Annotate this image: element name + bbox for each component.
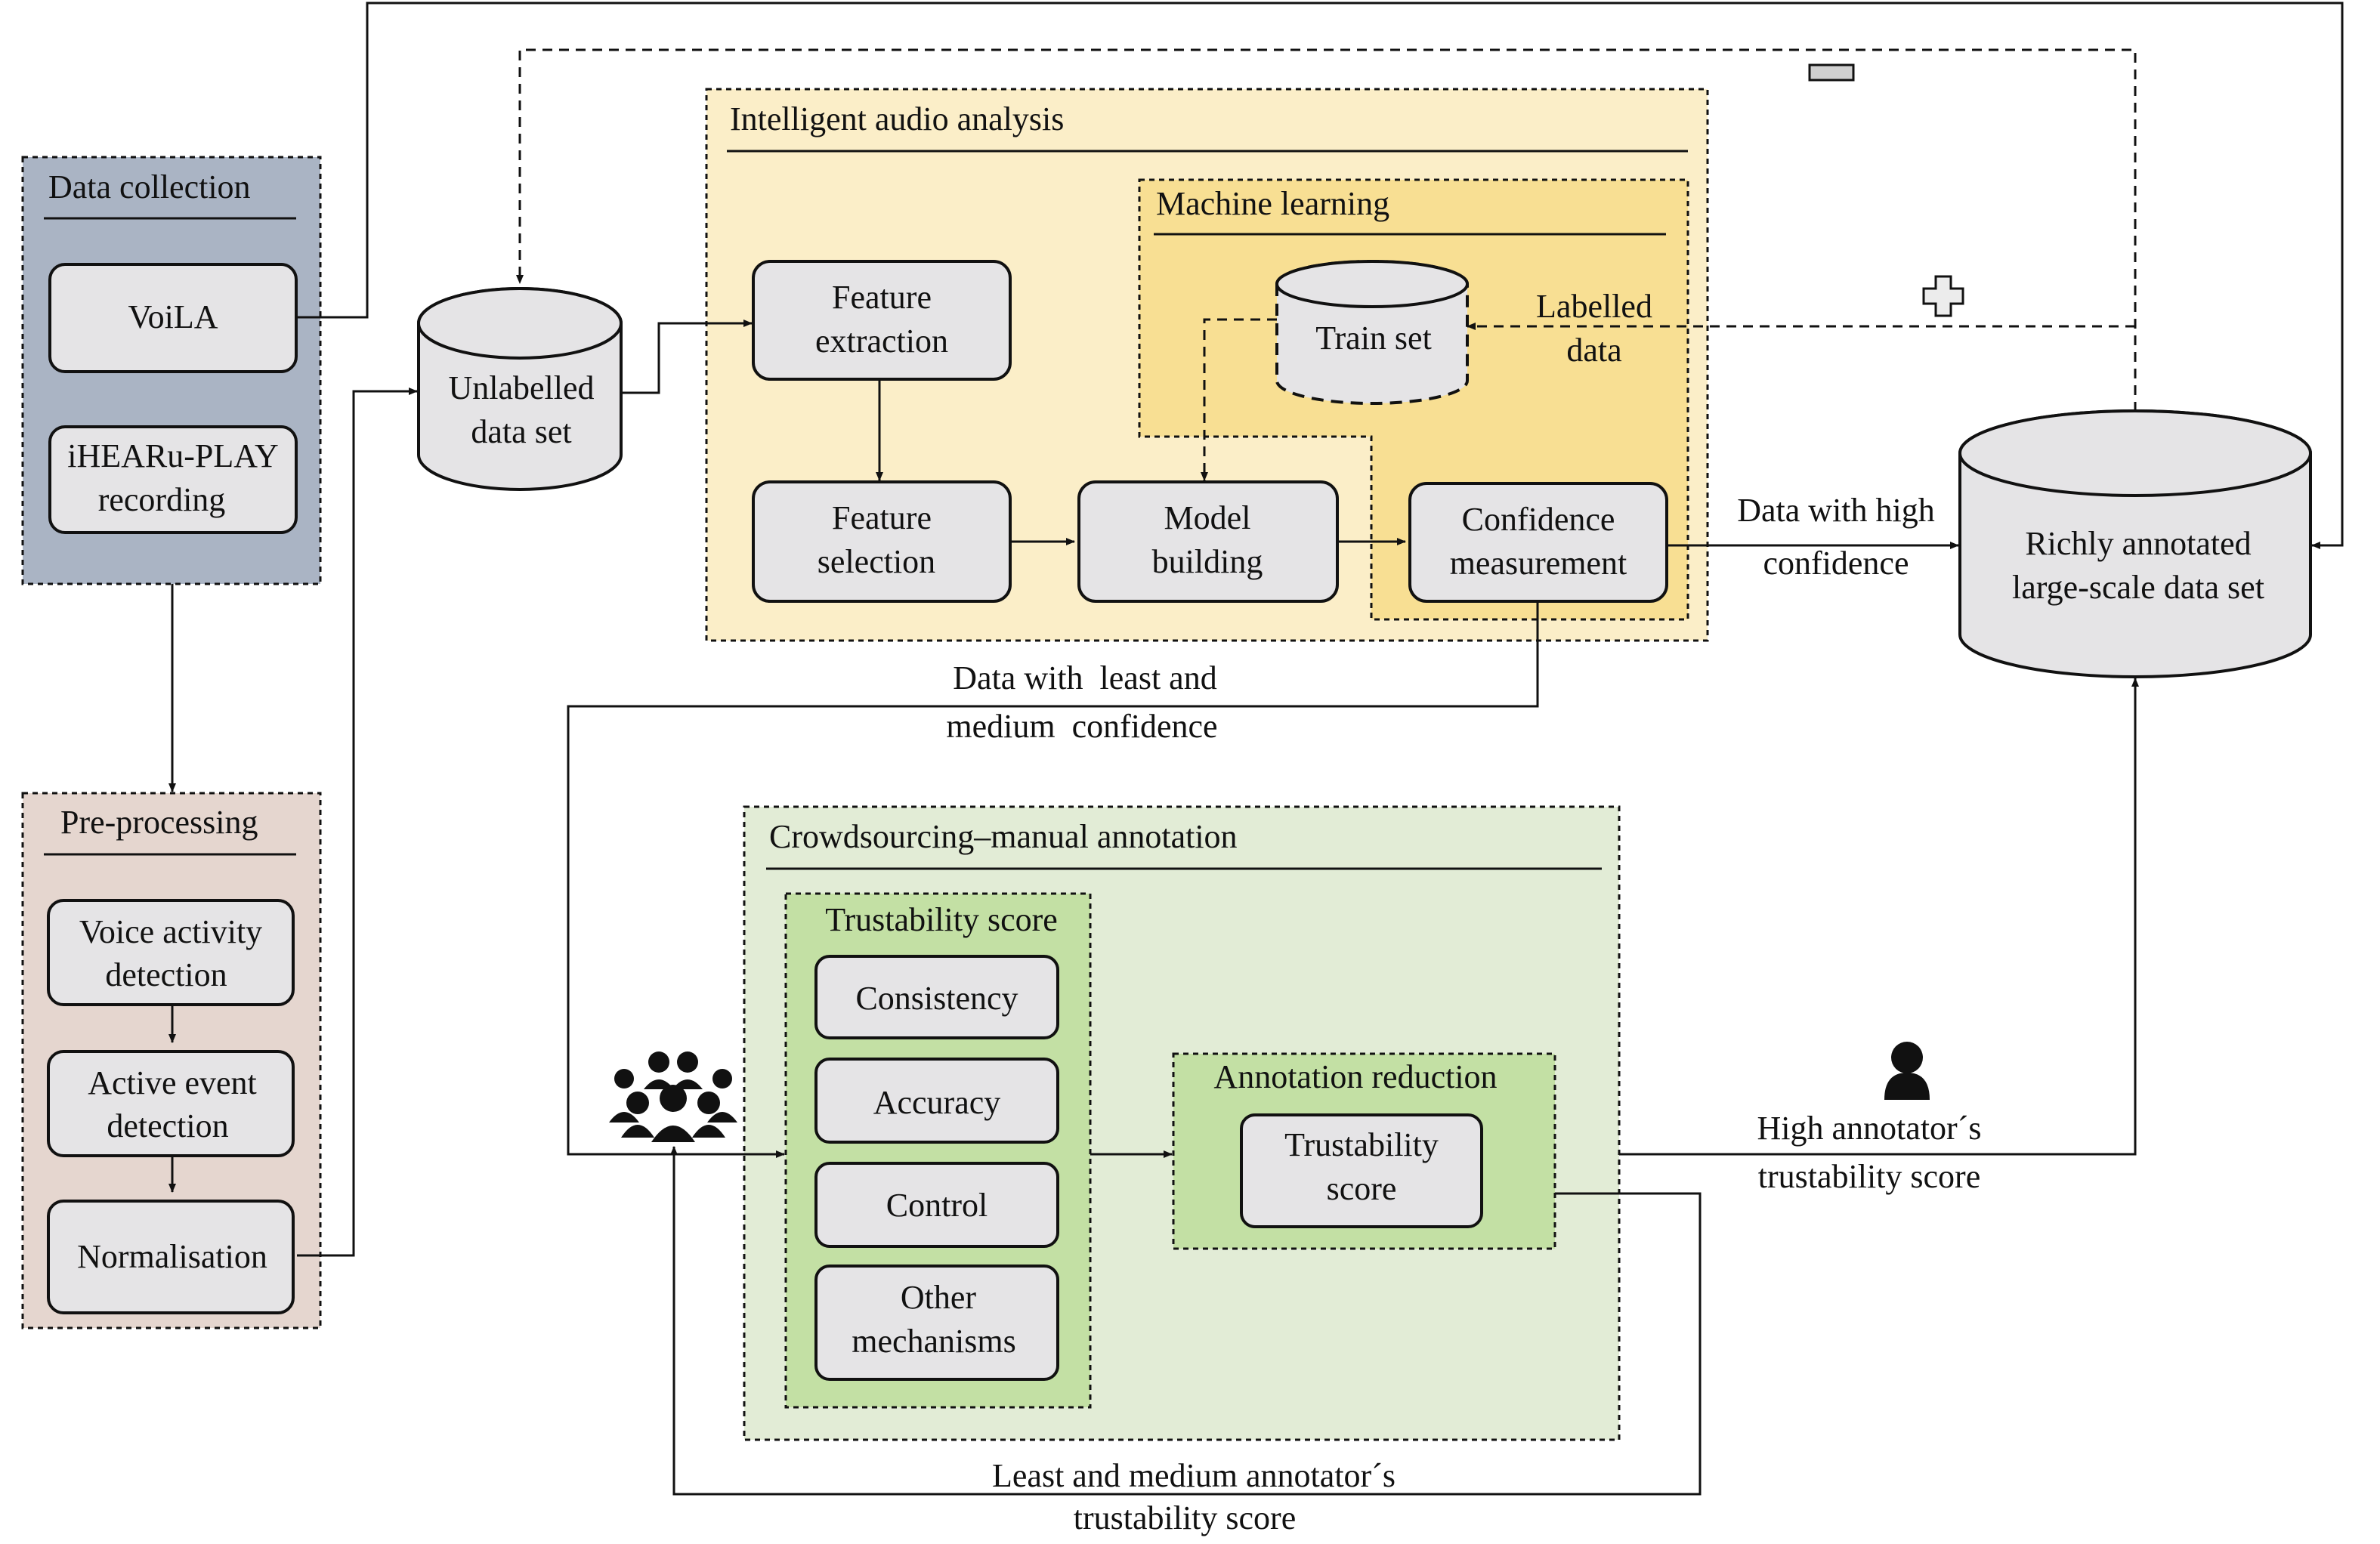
feature-selection-box	[752, 480, 1012, 603]
trustability-score-node: Trustability score	[1240, 1113, 1483, 1228]
aed-box	[47, 1050, 295, 1157]
least-annotator-label-line2: trustability score	[1074, 1499, 1297, 1536]
aed-label-line2: detection	[107, 1107, 228, 1144]
edge-train-set-to-model	[1201, 318, 1277, 481]
connectors	[168, 2, 2344, 1496]
person-icon	[1884, 1042, 1930, 1100]
high-confidence-label-line1: Data with high	[1737, 492, 1935, 529]
confidence-measurement-box	[1408, 482, 1668, 603]
model-building-node: Model building	[1077, 480, 1339, 603]
consistency-box	[814, 955, 1059, 1039]
trustability-box-label-line1: Trustability	[1284, 1126, 1439, 1163]
accuracy-node: Accuracy	[814, 1058, 1059, 1144]
consistency-label: Consistency	[855, 980, 1018, 1017]
voila-label: VoiLA	[128, 298, 218, 335]
crowd-icon	[609, 1051, 737, 1142]
other-mechanisms-label-line1: Other	[901, 1279, 977, 1316]
feature-extraction-box	[752, 260, 1012, 381]
control-box	[814, 1162, 1059, 1248]
accuracy-label: Accuracy	[873, 1084, 1001, 1121]
richly-annotated-label-line2: large-scale data set	[2012, 569, 2264, 606]
confidence-measurement-node: Confidence measurement	[1408, 482, 1668, 603]
edge-unlabelled-to-feature-extraction	[620, 320, 753, 394]
normalisation-label: Normalisation	[77, 1238, 267, 1275]
data-collection-title: Data collection	[48, 168, 251, 205]
model-building-label-line1: Model	[1164, 499, 1251, 536]
vad-box	[47, 899, 295, 1006]
edge-feedback-to-unlabelled	[516, 48, 2137, 412]
accuracy-box	[814, 1058, 1059, 1144]
richly-annotated-node: Richly annotated large-scale data set	[1958, 409, 2312, 678]
model-building-label-line2: building	[1152, 543, 1263, 580]
edge-reduction-to-crowd	[670, 1146, 1702, 1496]
machine-learning-title: Machine learning	[1156, 185, 1389, 222]
unlabelled-data-set-node: Unlabelled data set	[417, 287, 623, 491]
edge-confidence-to-crowdsourcing	[567, 603, 1539, 1158]
other-mechanisms-label-line2: mechanisms	[852, 1323, 1016, 1360]
confidence-label-line1: Confidence	[1462, 501, 1615, 538]
labelled-data-label-line2: data	[1566, 332, 1621, 369]
iheartu-play-box	[48, 425, 298, 534]
vad-label-line2: detection	[105, 956, 227, 993]
train-set-label: Train set	[1315, 320, 1432, 357]
model-building-box	[1077, 480, 1339, 603]
feature-selection-label-line1: Feature	[832, 499, 932, 536]
annotation-reduction-title: Annotation reduction	[1213, 1058, 1497, 1095]
trustability-box-label-line2: score	[1327, 1170, 1397, 1207]
minus-icon	[1808, 63, 1855, 82]
richly-annotated-cylinder-top	[1958, 409, 2312, 497]
normalisation-node: Normalisation	[47, 1200, 295, 1314]
least-confidence-label-line2: medium confidence	[946, 708, 1217, 745]
least-annotator-label-line1: Least and medium annotator´s	[992, 1457, 1396, 1494]
edge-voila-to-richly-annotated	[297, 2, 2344, 549]
unlabelled-label-line1: Unlabelled	[448, 369, 594, 406]
high-confidence-label-line2: confidence	[1763, 545, 1909, 582]
feature-extraction-node: Feature extraction	[752, 260, 1012, 381]
labelled-data-label-line1: Labelled	[1536, 288, 1652, 325]
vad-label-line1: Voice activity	[79, 913, 262, 950]
feature-extraction-label-line2: extraction	[815, 323, 948, 360]
feature-extraction-label-line1: Feature	[832, 279, 932, 316]
other-mechanisms-box	[814, 1265, 1059, 1381]
voila-node: VoiLA	[48, 263, 298, 373]
richly-annotated-label-line1: Richly annotated	[2025, 525, 2251, 562]
edge-crowdsourcing-to-richly-annotated	[1619, 678, 2139, 1156]
voila-box	[48, 263, 298, 373]
high-annotator-label-line2: trustability score	[1758, 1158, 1981, 1195]
control-node: Control	[814, 1162, 1059, 1248]
iheartu-play-label-line1: iHEARu-PLAY	[67, 437, 279, 474]
trustability-score-title: Trustability score	[825, 901, 1058, 938]
trustability-score-box	[1240, 1113, 1483, 1228]
train-set-node: Train set	[1275, 260, 1469, 405]
crowdsourcing-title: Crowdsourcing–manual annotation	[769, 818, 1238, 855]
unlabelled-label-line2: data set	[471, 413, 571, 450]
high-annotator-label-line1: High annotator´s	[1757, 1110, 1982, 1147]
control-label: Control	[886, 1187, 988, 1224]
feature-selection-label-line2: selection	[818, 543, 935, 580]
other-mechanisms-node: Other mechanisms	[814, 1265, 1059, 1381]
edge-labels: Labelled data Data with high confidence …	[946, 288, 1981, 1536]
plus-icon	[1922, 275, 1964, 317]
confidence-label-line2: measurement	[1450, 545, 1627, 582]
iheartu-play-label-line2: recording	[98, 481, 226, 518]
normalisation-box	[47, 1200, 295, 1314]
feature-selection-node: Feature selection	[752, 480, 1012, 603]
aed-node: Active event detection	[47, 1050, 295, 1157]
iheartu-play-node: iHEARu-PLAY recording	[48, 425, 298, 534]
aed-label-line1: Active event	[88, 1064, 257, 1101]
train-set-cylinder-top	[1275, 260, 1469, 308]
pre-processing-title: Pre-processing	[60, 804, 258, 841]
unlabelled-cylinder-top	[417, 287, 623, 360]
vad-node: Voice activity detection	[47, 899, 295, 1006]
least-confidence-label-line1: Data with least and	[953, 659, 1216, 696]
consistency-node: Consistency	[814, 955, 1059, 1039]
intelligent-audio-analysis-title: Intelligent audio analysis	[730, 100, 1064, 137]
edge-normalisation-to-unlabelled	[297, 388, 418, 1257]
